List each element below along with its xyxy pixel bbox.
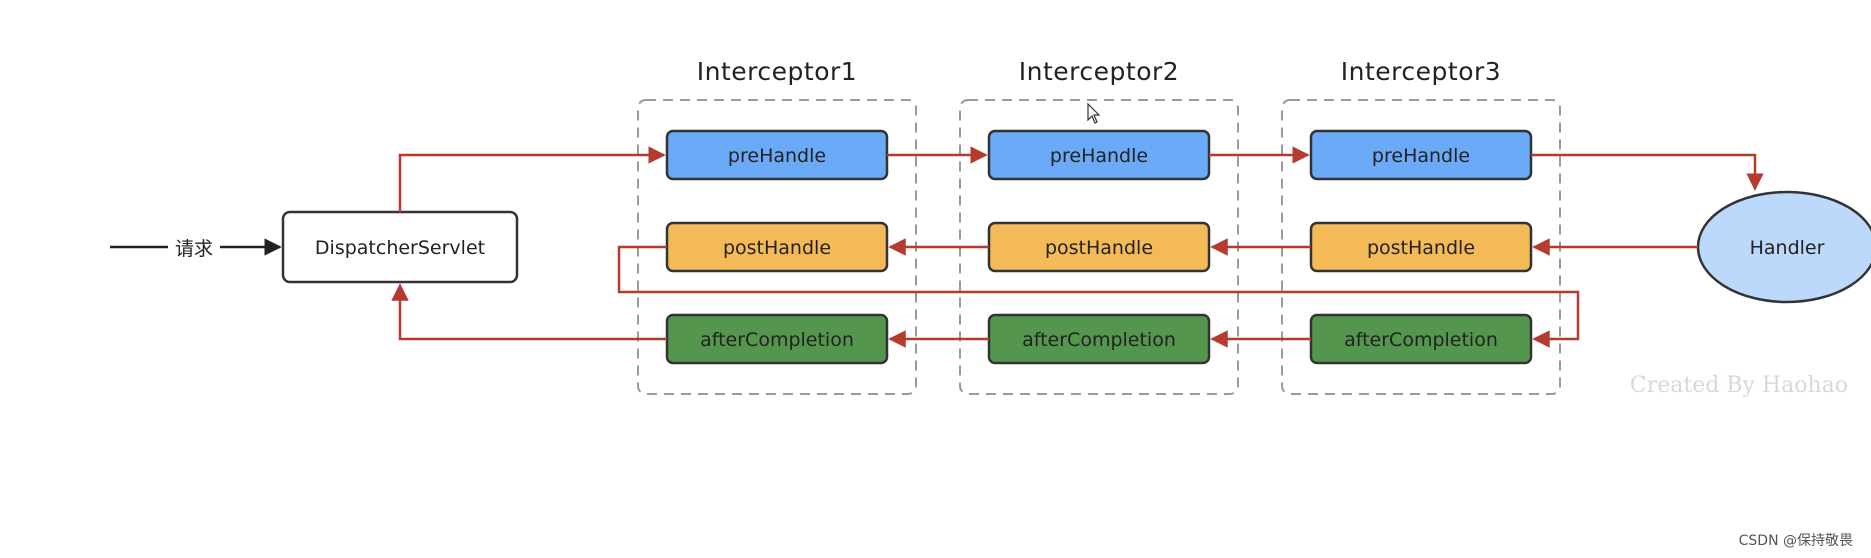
interceptor-title-3: Interceptor3: [1341, 57, 1501, 86]
handler-label: Handler: [1750, 237, 1825, 259]
mouse-cursor-icon: [1087, 102, 1101, 124]
prehandle-label-2: preHandle: [1050, 145, 1148, 167]
arrow-aftercompletion-1-to-dispatcher: [391, 283, 667, 341]
interceptor-title-2: Interceptor2: [1019, 57, 1179, 86]
prehandle-label-1: preHandle: [728, 145, 826, 167]
posthandle-label-1: postHandle: [723, 237, 831, 259]
arrow-dispatcher-to-prehandle-1: [398, 146, 666, 212]
posthandle-label-3: postHandle: [1367, 237, 1475, 259]
prehandle-label-3: preHandle: [1372, 145, 1470, 167]
watermark-text: Created By Haohao: [1630, 373, 1848, 398]
aftercompletion-label-1: afterCompletion: [700, 329, 854, 351]
interceptor-title-1: Interceptor1: [697, 57, 857, 86]
arrow-prehandle-3-to-handler: [1531, 153, 1764, 191]
dispatcher-servlet-label: DispatcherServlet: [315, 237, 485, 259]
aftercompletion-label-2: afterCompletion: [1022, 329, 1176, 351]
request-label: 请求: [175, 238, 213, 260]
aftercompletion-label-3: afterCompletion: [1344, 329, 1498, 351]
request-label-bg: [168, 234, 220, 260]
csdn-credit: CSDN @保持敬畏: [1738, 533, 1853, 549]
arrow-posthandle-1-to-aftercompletion-3: [617, 245, 1580, 348]
posthandle-label-2: postHandle: [1045, 237, 1153, 259]
